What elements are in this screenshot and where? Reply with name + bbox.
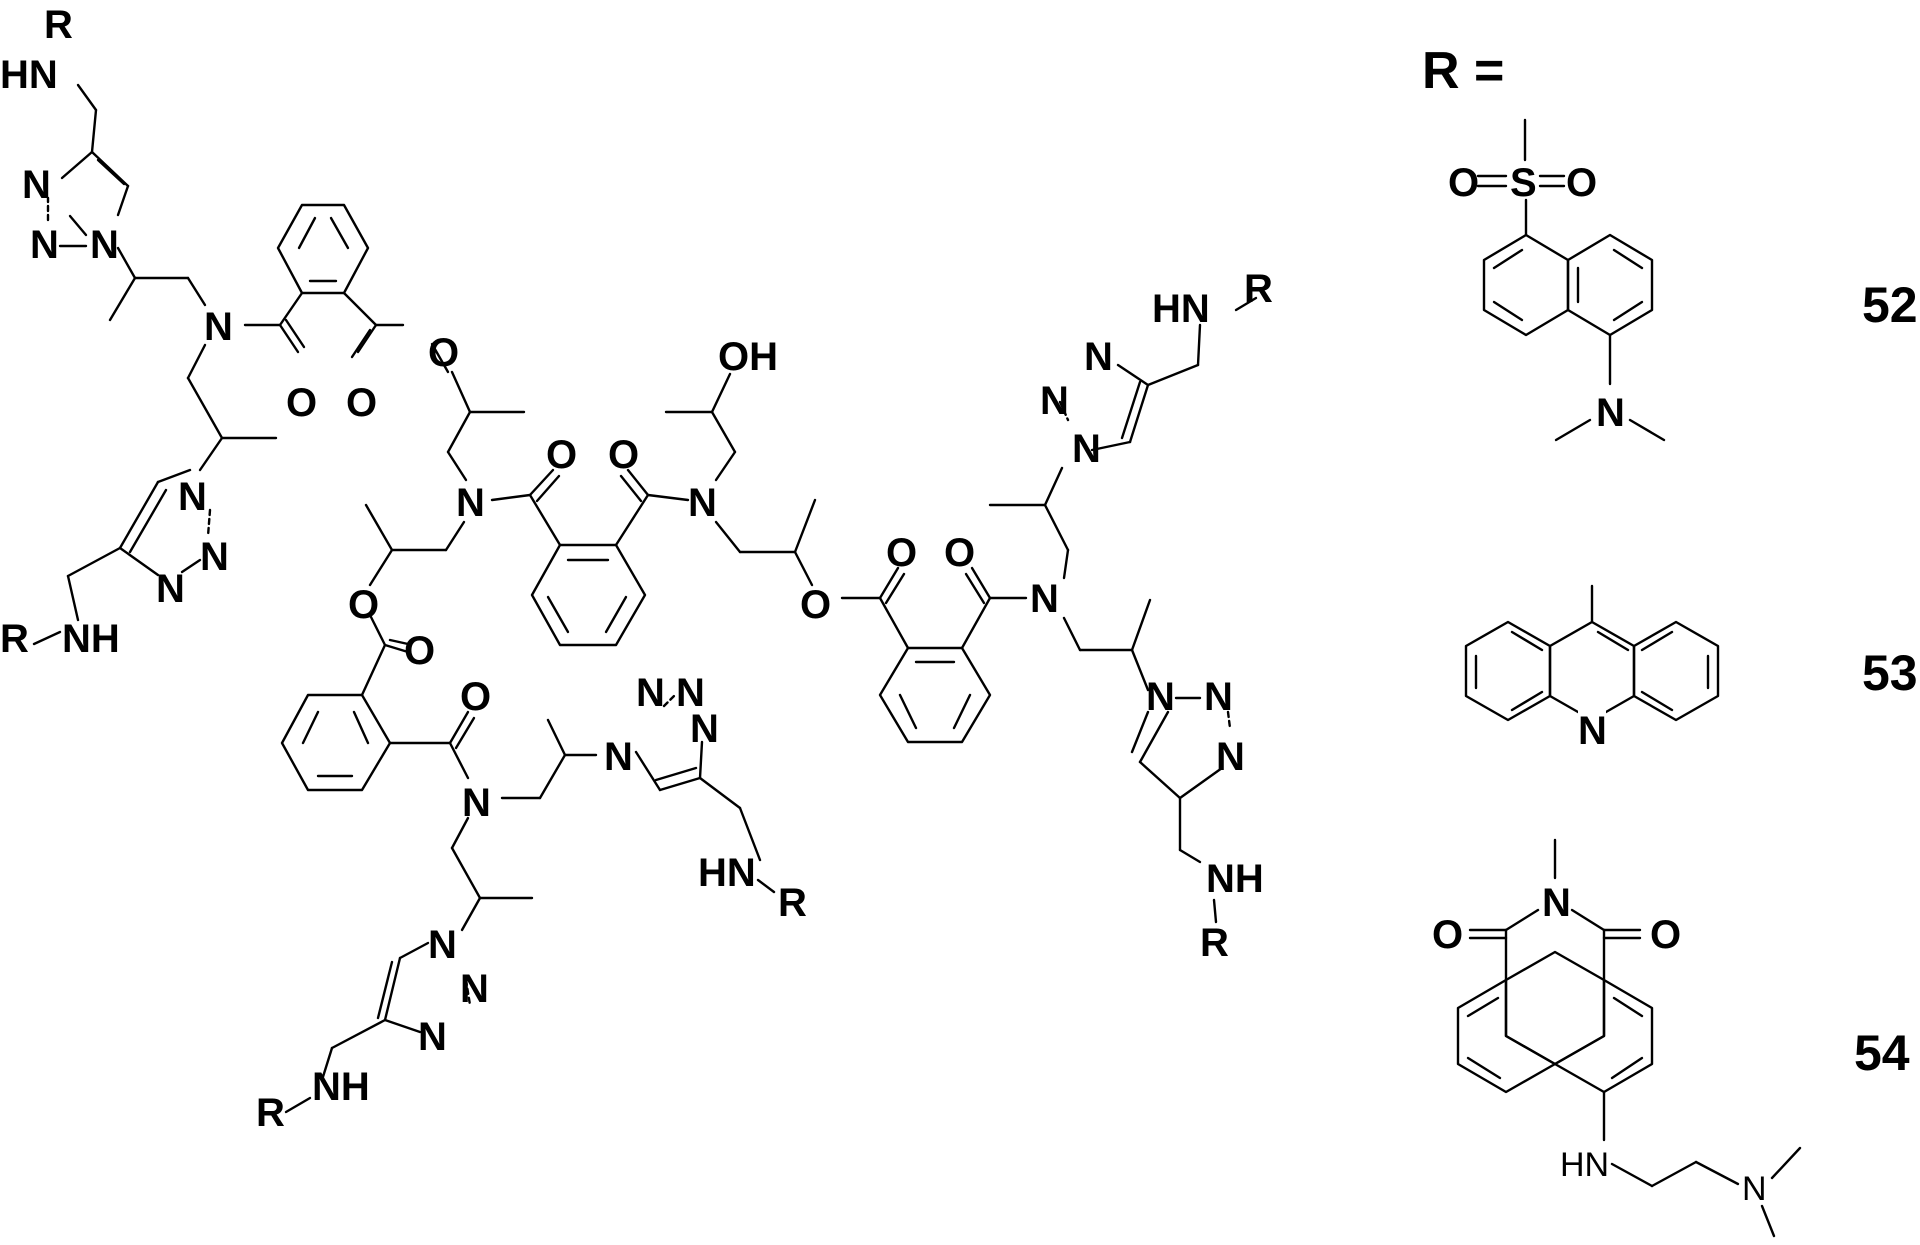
svg-text:O: O: [404, 629, 435, 673]
substituent-52-structure: S O O N: [1448, 118, 1666, 442]
svg-text:O: O: [608, 433, 639, 477]
svg-text:N: N: [1216, 735, 1245, 779]
compound-number-52: 52: [1862, 277, 1918, 333]
substituent-53-structure: N: [1464, 584, 1720, 753]
svg-text:O: O: [800, 583, 831, 627]
svg-text:N: N: [1040, 379, 1069, 423]
svg-text:O: O: [1432, 913, 1463, 957]
substituent-54-structure: N O O HN N: [1432, 838, 1802, 1238]
svg-text:N: N: [428, 923, 457, 967]
svg-text:N: N: [460, 967, 489, 1011]
svg-text:N: N: [178, 475, 207, 519]
svg-text:N: N: [156, 567, 185, 611]
terminal-hn-upper-right: HN: [1152, 287, 1210, 331]
terminal-nh-bottom: NH: [312, 1065, 370, 1109]
svg-text:OH: OH: [718, 335, 778, 379]
svg-text:N: N: [676, 671, 705, 715]
compound-number-53: 53: [1862, 645, 1918, 701]
svg-text:O: O: [944, 531, 975, 575]
svg-text:N: N: [688, 481, 717, 525]
terminal-r-top-left: R: [44, 3, 73, 47]
svg-text:O: O: [348, 583, 379, 627]
terminal-nh-lower-right: NH: [1206, 857, 1264, 901]
terminal-r-lower-right: R: [1200, 921, 1229, 965]
r-definition-heading: R =: [1422, 42, 1504, 100]
terminal-hn-lower-middle: HN: [698, 851, 756, 895]
svg-text:N: N: [90, 223, 119, 267]
svg-text:N: N: [1742, 1170, 1767, 1208]
svg-text:O: O: [460, 675, 491, 719]
svg-text:N: N: [1030, 577, 1059, 621]
svg-text:N: N: [418, 1015, 447, 1059]
terminal-r-mid-left: R: [0, 617, 29, 661]
svg-text:N: N: [462, 781, 491, 825]
svg-text:N: N: [1204, 675, 1233, 719]
svg-text:N: N: [1084, 335, 1113, 379]
svg-text:N: N: [604, 735, 633, 779]
terminal-nh-mid-left: NH: [62, 617, 120, 661]
terminal-hn-top-left: HN: [0, 53, 58, 97]
svg-text:O: O: [886, 531, 917, 575]
svg-text:O: O: [1448, 161, 1479, 205]
svg-text:N: N: [30, 223, 59, 267]
svg-text:O: O: [286, 381, 317, 425]
svg-text:O: O: [428, 331, 459, 375]
svg-text:O: O: [1566, 161, 1597, 205]
svg-text:O: O: [546, 433, 577, 477]
dendrimer-labels: R HN N N N N O O O N N N R NH N O O N OH…: [0, 3, 1273, 1135]
compound-number-54: 54: [1854, 1025, 1910, 1081]
svg-text:N: N: [204, 305, 233, 349]
svg-text:N: N: [636, 671, 665, 715]
svg-text:O: O: [1650, 913, 1681, 957]
svg-text:N: N: [22, 163, 51, 207]
terminal-r-bottom: R: [256, 1091, 285, 1135]
svg-text:N: N: [1146, 675, 1175, 719]
svg-text:N: N: [456, 481, 485, 525]
svg-text:HN: HN: [1560, 1146, 1609, 1184]
svg-text:S: S: [1510, 161, 1537, 205]
dendrimer-bonds: [46, 83, 1258, 1082]
terminal-r-lower-middle: R: [778, 881, 807, 925]
svg-text:N: N: [690, 707, 719, 751]
svg-text:N: N: [1072, 427, 1101, 471]
svg-text:N: N: [1596, 391, 1625, 435]
svg-text:N: N: [1578, 709, 1607, 753]
svg-text:N: N: [200, 535, 229, 579]
svg-text:N: N: [1542, 881, 1571, 925]
terminal-r-upper-right: R: [1244, 267, 1273, 311]
svg-text:O: O: [346, 381, 377, 425]
